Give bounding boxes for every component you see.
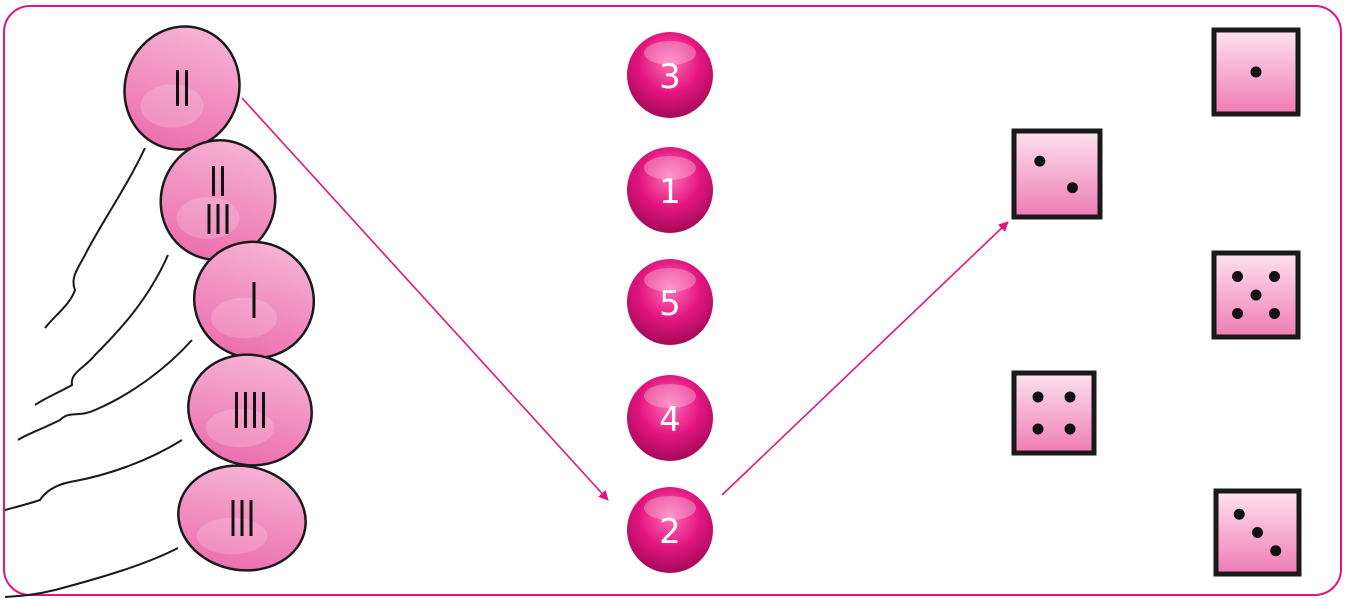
arrow-number-4-to-die-1 — [722, 222, 1008, 495]
number-label: 4 — [659, 400, 681, 440]
die-two — [1014, 131, 1100, 217]
die-pip — [1252, 527, 1263, 538]
number-label: 3 — [659, 57, 681, 97]
die-five — [1214, 253, 1298, 337]
number-2: 5 — [627, 259, 713, 345]
answer-arrows — [242, 98, 1008, 500]
die-four — [1014, 373, 1094, 453]
die-pip — [1269, 308, 1280, 319]
balloon-string — [5, 548, 178, 597]
die-pip — [1232, 308, 1243, 319]
die-pip — [1067, 182, 1078, 193]
die-pip — [1269, 271, 1280, 282]
number-label: 2 — [659, 512, 681, 552]
die-pip — [1033, 424, 1044, 435]
number-label: 1 — [659, 172, 681, 212]
die-three — [1216, 491, 1299, 574]
balloon-shine — [211, 298, 277, 339]
number-4: 2 — [627, 487, 713, 573]
die-face — [1014, 373, 1094, 453]
die-one — [1214, 30, 1298, 114]
balloons-column — [5, 11, 329, 597]
die-pip — [1033, 392, 1044, 403]
die-pip — [1034, 156, 1045, 167]
balloon-string — [45, 148, 145, 328]
die-pip — [1234, 509, 1245, 520]
die-pip — [1232, 271, 1243, 282]
number-3: 4 — [627, 375, 713, 461]
die-pip — [1065, 424, 1076, 435]
numbers-column: 3 1 5 4 2 — [627, 32, 713, 573]
balloon-string — [5, 440, 182, 510]
die-pip — [1065, 392, 1076, 403]
die-pip — [1251, 290, 1262, 301]
number-0: 3 — [627, 32, 713, 118]
balloon-string — [18, 340, 192, 440]
balloon-shine — [141, 84, 204, 127]
die-pip — [1251, 67, 1262, 78]
number-label: 5 — [659, 284, 681, 324]
number-1: 1 — [627, 147, 713, 233]
die-face — [1014, 131, 1100, 217]
die-pip — [1270, 545, 1281, 556]
balloon-4 — [5, 456, 314, 597]
balloon-string — [35, 255, 168, 405]
dice-column — [1014, 30, 1299, 574]
